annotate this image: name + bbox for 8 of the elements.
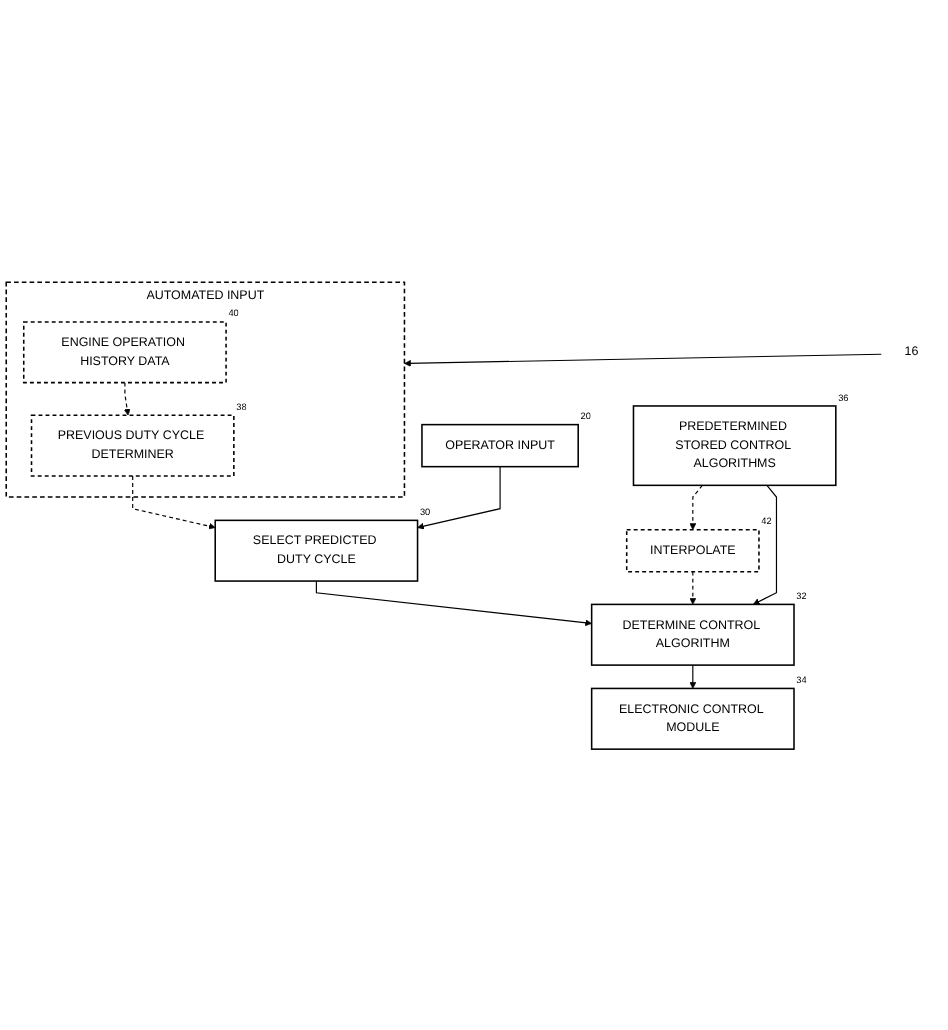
arrow xyxy=(689,570,697,605)
arrow xyxy=(689,663,697,689)
arrow xyxy=(689,484,703,530)
arrow xyxy=(315,579,592,626)
arrow xyxy=(752,484,778,605)
arrow xyxy=(404,352,882,367)
arrow xyxy=(123,381,131,415)
arrow xyxy=(132,474,216,529)
